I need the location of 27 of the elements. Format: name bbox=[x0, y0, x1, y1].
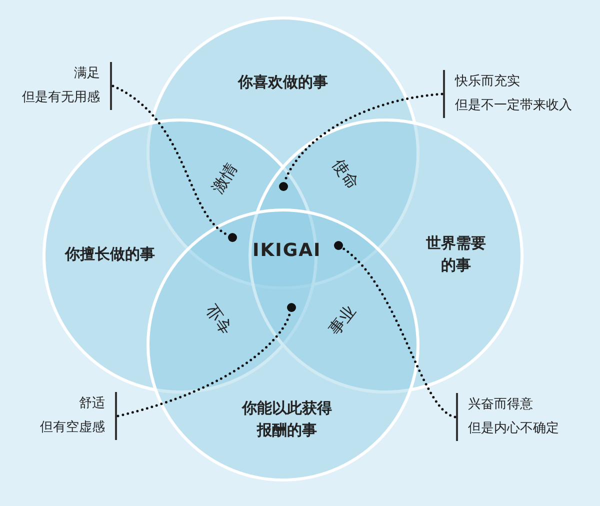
annotation-callout bbox=[443, 70, 572, 118]
overlap-label: 使命 bbox=[327, 154, 363, 194]
annotation-text: 快乐而充实 bbox=[455, 73, 521, 91]
annotation-text: 但是有无用感 bbox=[22, 89, 100, 107]
dot-marker bbox=[228, 232, 236, 242]
overlap-label: 激情 bbox=[208, 158, 242, 198]
leader-line bbox=[112, 84, 230, 236]
overlap-label: 专业 bbox=[202, 298, 238, 338]
annotation-text: 舒适 bbox=[78, 395, 105, 413]
annotation-callout bbox=[22, 62, 112, 110]
dot-marker bbox=[334, 240, 342, 250]
circle-label: 你喜欢做的事 bbox=[236, 72, 329, 93]
leader-line bbox=[340, 246, 456, 418]
dot-marker bbox=[278, 182, 288, 190]
circle-label: 你能以此获得报酬的事 bbox=[240, 398, 333, 441]
center-label: IKIGAI bbox=[252, 240, 322, 260]
annotation-text: 但是不一定带来收入 bbox=[455, 97, 572, 115]
annotation-callout bbox=[40, 392, 117, 440]
circle-label: 世界需要的事 bbox=[425, 233, 487, 276]
dot-marker bbox=[286, 302, 296, 312]
circle-label: 你擅长做的事 bbox=[64, 244, 156, 265]
overlap-label: 事业 bbox=[324, 300, 362, 340]
annotation-text: 但是内心不确定 bbox=[468, 420, 559, 438]
annotation-text: 满足 bbox=[73, 65, 100, 83]
annotation-text: 但有空虚感 bbox=[40, 419, 105, 437]
annotation-text: 兴奋而得意 bbox=[468, 396, 534, 414]
annotation-callout bbox=[456, 393, 559, 441]
